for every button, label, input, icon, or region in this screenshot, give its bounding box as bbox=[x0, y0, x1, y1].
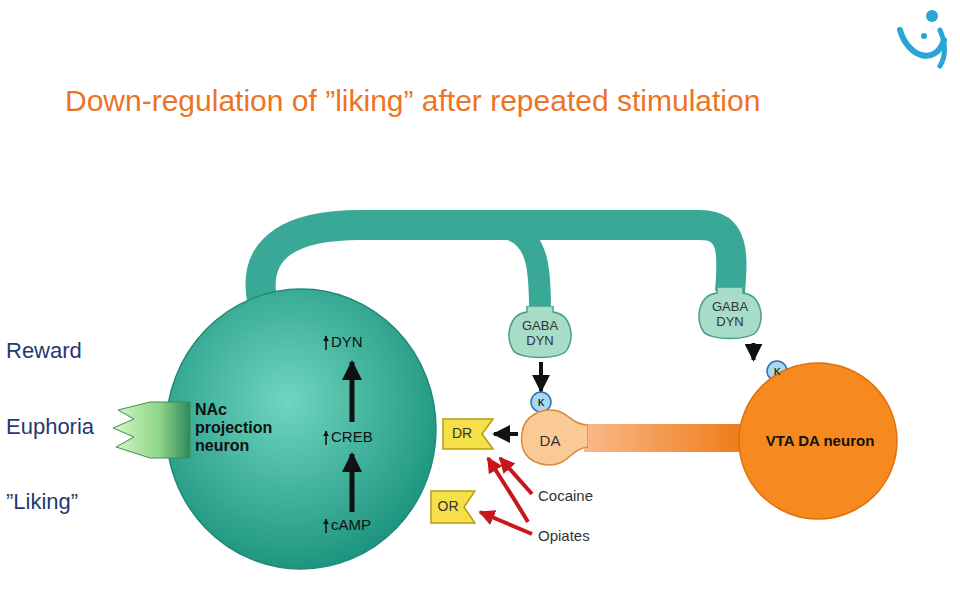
gaba-terminal-label: GABA DYN bbox=[513, 314, 567, 354]
dopamine-receptor-label: DR bbox=[444, 418, 480, 450]
molecule-label: DYN bbox=[331, 333, 363, 350]
connector-arrow bbox=[494, 432, 518, 436]
nac-neuron: NAc projection neuron bbox=[165, 288, 437, 570]
molecule-label: CREB bbox=[331, 428, 373, 445]
da-terminal: DA bbox=[518, 405, 588, 467]
slide-title: Down-regulation of ”liking” after repeat… bbox=[65, 84, 760, 118]
kappa-receptor-label: κ bbox=[530, 391, 552, 413]
gaba-terminal: GABA DYN bbox=[505, 306, 575, 362]
nac-axon bbox=[261, 225, 732, 300]
molecule-label: cAMP bbox=[331, 516, 371, 533]
vta-neuron-label: VTA DA neuron bbox=[760, 412, 880, 470]
da-terminal-label: DA bbox=[528, 423, 572, 459]
vta-neuron-fill bbox=[739, 363, 897, 519]
opioid-receptor-fill bbox=[431, 491, 475, 523]
drug-label: Cocaine bbox=[538, 487, 593, 504]
red-drug-arrows bbox=[480, 458, 532, 534]
dopamine-receptor-fill bbox=[443, 419, 493, 449]
gaba-terminal-fill bbox=[699, 287, 761, 339]
effect-label: Reward bbox=[6, 338, 82, 364]
gaba-terminal: GABA DYN bbox=[695, 287, 765, 343]
opioid-receptor: OR bbox=[430, 490, 476, 524]
kappa-receptor: κ bbox=[530, 391, 552, 413]
output-flag bbox=[113, 402, 190, 458]
nac-neuron-label: NAc projection neuron bbox=[195, 388, 295, 468]
da-terminal-fill bbox=[522, 410, 588, 465]
gaba-terminal-fill bbox=[509, 306, 571, 358]
effect-label: ”Liking” bbox=[6, 489, 78, 515]
vta-neuron: VTA DA neuron bbox=[738, 362, 898, 520]
da-axon bbox=[584, 424, 746, 452]
opioid-receptor-label: OR bbox=[432, 490, 464, 524]
nac-axon-branch bbox=[512, 230, 540, 310]
nac-neuron-fill bbox=[166, 289, 436, 569]
gaba-terminal-label: GABA DYN bbox=[703, 295, 757, 335]
kappa-receptor-fill bbox=[531, 392, 551, 412]
dopamine-receptor: DR bbox=[442, 418, 494, 450]
logo bbox=[900, 10, 945, 66]
kappa-receptor-label: κ bbox=[766, 360, 788, 382]
kappa-receptor: κ bbox=[766, 360, 788, 382]
effect-label: Euphoria bbox=[6, 414, 94, 440]
connector-arrow bbox=[752, 343, 756, 360]
drug-label: Opiates bbox=[538, 527, 590, 544]
connector-arrow bbox=[539, 362, 543, 391]
